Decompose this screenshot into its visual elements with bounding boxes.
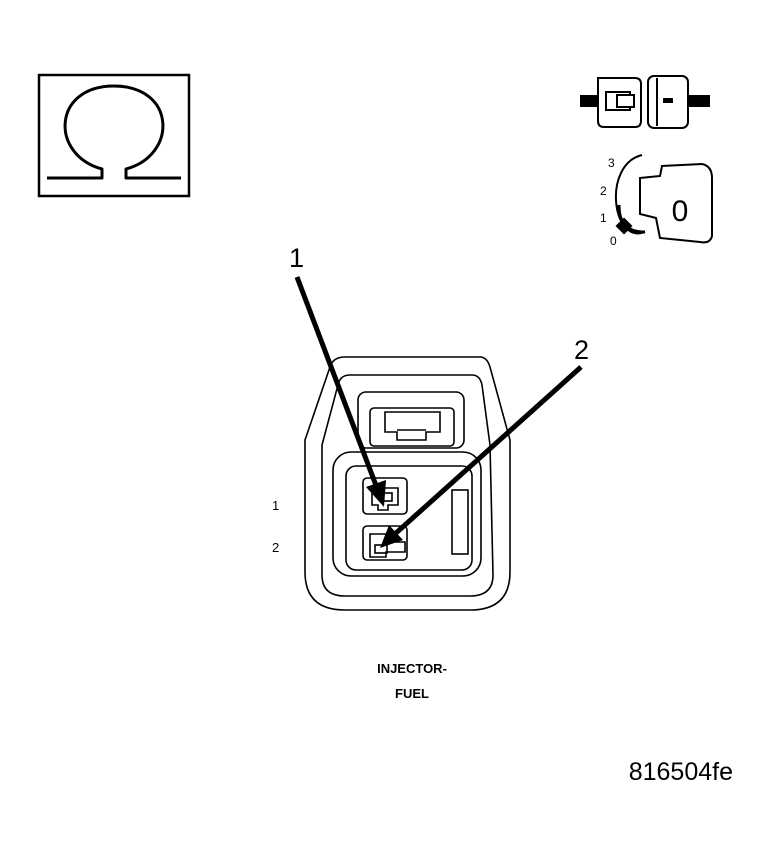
ignition-position-0: 0 xyxy=(610,234,617,248)
figure-id: 816504fe xyxy=(629,758,733,786)
callout-1: 1 xyxy=(289,243,304,273)
key-position-glyph: 0 xyxy=(672,195,689,228)
connector-label-line2: FUEL xyxy=(395,686,429,701)
omega-icon xyxy=(37,73,191,198)
connector-face xyxy=(304,356,511,611)
connector-label-line1: INJECTOR- xyxy=(377,661,447,676)
ignition-key-icon: 0 3 2 1 0 xyxy=(600,154,713,248)
terminal-label-1: 1 xyxy=(272,498,279,513)
callout-2: 2 xyxy=(574,335,589,365)
terminal-label-2: 2 xyxy=(272,540,279,555)
callout-leaders xyxy=(294,276,583,548)
ignition-position-1: 1 xyxy=(600,211,607,225)
ignition-position-3: 3 xyxy=(608,156,615,170)
connector-disconnect-icon xyxy=(580,75,710,129)
ignition-position-2: 2 xyxy=(600,184,607,198)
